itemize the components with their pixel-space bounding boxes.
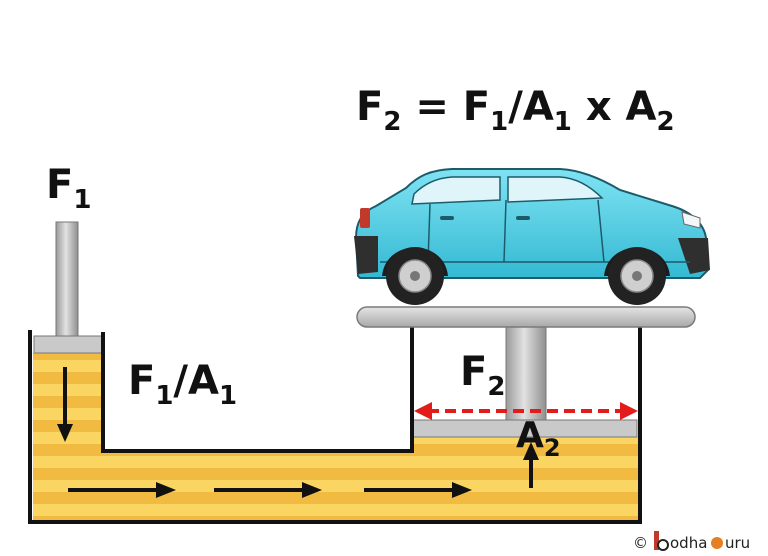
- up-arrow: [523, 442, 539, 488]
- pencil-logo-icon: [654, 531, 659, 550]
- pressure-label: F1/A1: [128, 358, 237, 411]
- lift-platform: [356, 306, 696, 328]
- svg-text:odha: odha: [670, 534, 707, 552]
- down-arrow: [57, 367, 73, 442]
- hydraulic-fluid: [33, 353, 638, 520]
- svg-text:uru: uru: [725, 534, 750, 552]
- fluid-container: [28, 327, 642, 524]
- area-a2-label: A2: [516, 415, 561, 462]
- area-a2-arrow: [414, 402, 638, 420]
- flow-arrow-2: [214, 482, 322, 498]
- flow-arrow-3: [364, 482, 472, 498]
- small-piston-head: [33, 335, 103, 354]
- large-piston-rod: [505, 326, 547, 421]
- container-outline: [28, 327, 642, 524]
- guru-logo-icon: [711, 537, 723, 549]
- formula-label: F2 = F1/A1 x A2: [356, 84, 675, 137]
- svg-text:©: ©: [633, 534, 648, 552]
- car-icon: [354, 168, 710, 305]
- small-piston-rod: [55, 221, 79, 337]
- force-f1-label: F1: [46, 162, 91, 215]
- watermark: © odha uru: [633, 531, 750, 552]
- force-f2-label: F2: [460, 349, 505, 402]
- flow-arrow-1: [68, 482, 176, 498]
